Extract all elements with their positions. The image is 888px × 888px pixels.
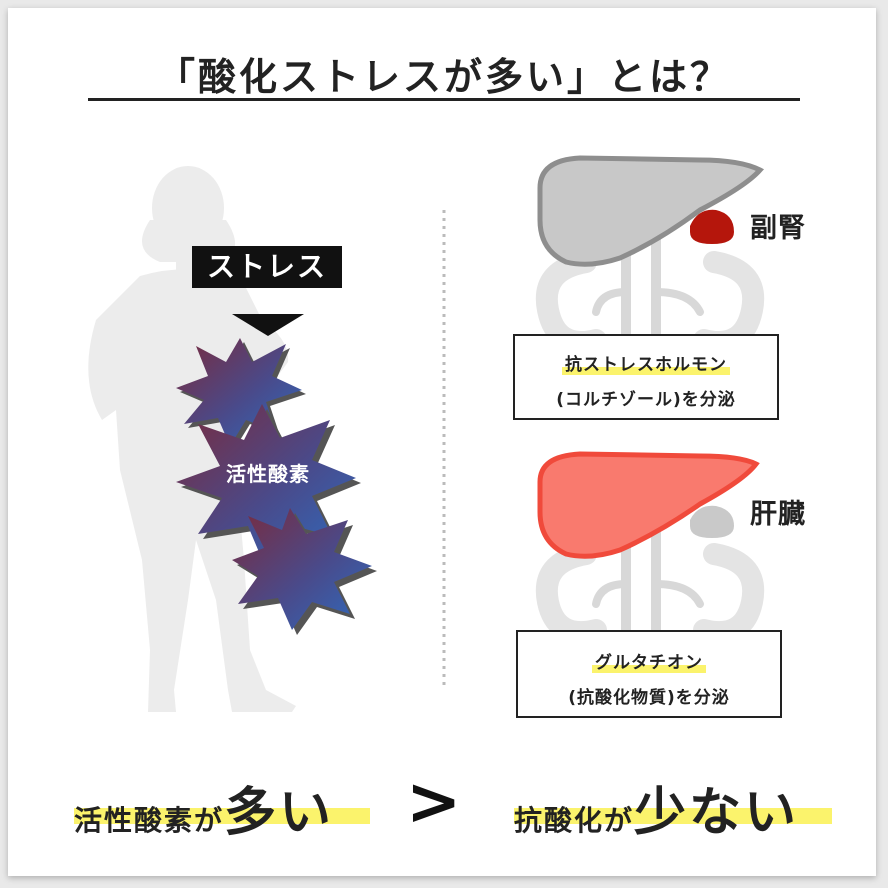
ros-label: 活性酸素	[226, 462, 310, 486]
liver-info-box: グルタチオン (抗酸化物質)を分泌	[516, 630, 782, 718]
adrenal-info-line2: (コルチゾール)を分泌	[556, 390, 736, 410]
adrenal-icon	[690, 209, 734, 244]
liver-label: 肝臓	[750, 499, 806, 530]
bottom-right-statement: 抗酸化が少ない	[514, 770, 832, 843]
bottom-right-big: 少ない	[634, 783, 800, 843]
bottom-right-small: 抗酸化が	[514, 804, 635, 837]
bottom-left-small: 活性酸素が	[74, 804, 225, 837]
page-title: 「酸化ストレスが多い」とは？	[156, 55, 731, 99]
bottom-left-big: 多い	[224, 783, 335, 843]
liver-red-icon	[537, 451, 760, 559]
stress-label: ストレス	[192, 246, 342, 288]
ros-burst-main-icon	[176, 404, 361, 569]
stress-arrow-icon	[232, 314, 304, 336]
liver-info-line2: (抗酸化物質)を分泌	[568, 688, 730, 708]
comparator-symbol: >	[406, 763, 462, 840]
adrenal-label: 副腎	[750, 213, 806, 244]
adrenal-gray-icon	[690, 505, 734, 538]
liver-info-line1: グルタチオン	[592, 653, 706, 673]
adrenal-info-line1: 抗ストレスホルモン	[562, 355, 730, 375]
bottom-left-statement: 活性酸素が多い	[74, 770, 370, 843]
title-underline	[88, 98, 800, 101]
liver-gray-icon	[537, 155, 765, 267]
ros-burst-bottom-icon	[232, 508, 377, 635]
adrenal-info-box: 抗ストレスホルモン (コルチゾール)を分泌	[513, 334, 779, 420]
